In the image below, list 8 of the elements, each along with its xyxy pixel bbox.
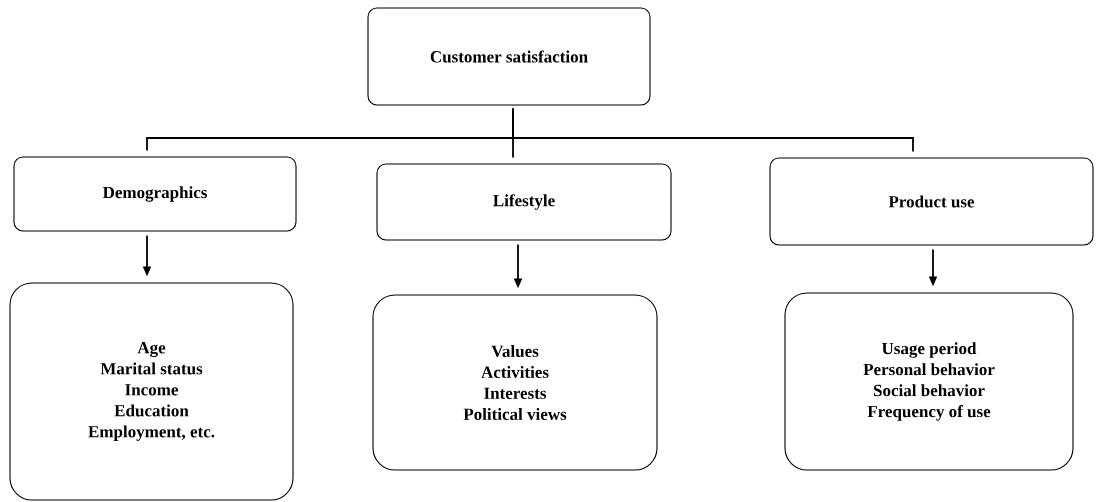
category-box: Demographics [13,156,297,232]
heading-box: Customer satisfaction [367,7,651,106]
category-box: Product use [769,157,1094,246]
category-box: Lifestyle [376,163,672,241]
connector-line [512,107,914,153]
list-box: Age Marital status Income Education Employment, etc. [9,282,294,501]
list-box: Usage period Personal behavior Social behavior Frequency of use [784,292,1074,471]
list-box: Values Activities Interests Political views [372,294,658,471]
